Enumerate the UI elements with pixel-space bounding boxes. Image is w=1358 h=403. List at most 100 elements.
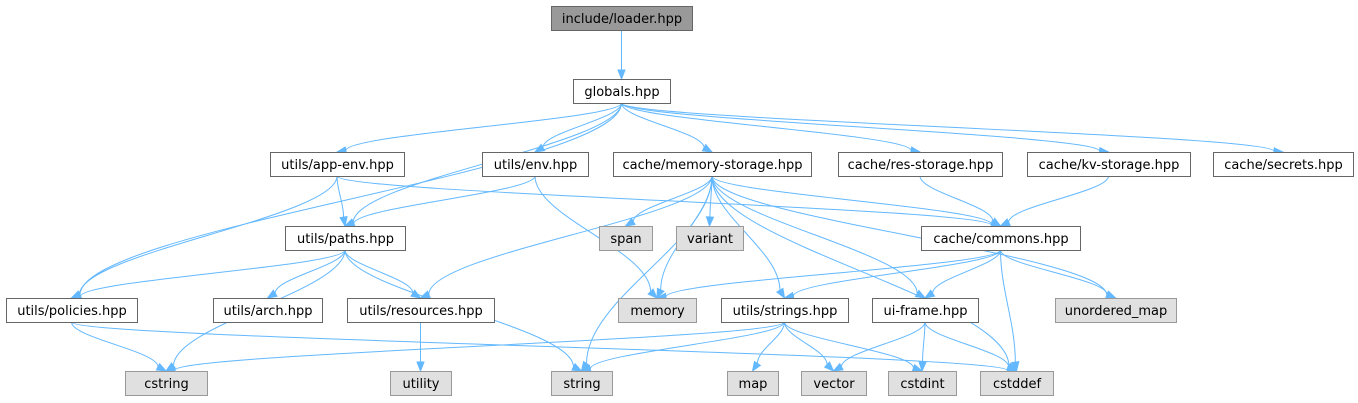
edge-line bbox=[932, 249, 1001, 294]
arrowhead-icon bbox=[751, 360, 762, 373]
node-env[interactable]: utils/env.hpp bbox=[482, 152, 589, 177]
node-paths[interactable]: utils/paths.hpp bbox=[285, 226, 406, 251]
arrowhead-icon bbox=[705, 216, 715, 228]
edge-app_env-to-paths bbox=[336, 175, 348, 228]
node-label: cstring bbox=[144, 377, 188, 392]
node-box bbox=[872, 298, 979, 323]
arrowhead-icon bbox=[832, 362, 844, 372]
edge-line bbox=[621, 102, 1101, 152]
node-box bbox=[285, 226, 406, 251]
edge-line bbox=[784, 321, 915, 369]
edge-line bbox=[336, 175, 993, 226]
arrowhead-icon bbox=[656, 287, 665, 300]
arrowhead-icon bbox=[647, 288, 658, 299]
arrowhead-icon bbox=[918, 361, 927, 373]
node-box bbox=[270, 152, 405, 177]
edge-line bbox=[665, 249, 1001, 298]
arrowhead-icon bbox=[416, 361, 425, 373]
node-box bbox=[551, 371, 613, 396]
node-box bbox=[838, 152, 1003, 177]
node-box bbox=[727, 371, 779, 396]
node-label: utils/env.hpp bbox=[494, 158, 578, 173]
edge-line bbox=[274, 249, 346, 294]
node-box bbox=[1055, 298, 1177, 323]
edge-memstore-to-strings bbox=[711, 175, 786, 300]
edge-line bbox=[621, 102, 705, 148]
nodes-layer: include/loader.hpp globals.hpp utils/app-e… bbox=[6, 6, 1354, 396]
node-label: cache/commons.hpp bbox=[933, 232, 1068, 247]
node-cstring: cstring bbox=[125, 371, 208, 396]
edge-line bbox=[79, 249, 346, 297]
node-policies[interactable]: utils/policies.hpp bbox=[6, 298, 138, 323]
edge-strings-to-map bbox=[751, 321, 785, 373]
node-kv-storage[interactable]: cache/kv-storage.hpp bbox=[1027, 152, 1191, 177]
node-variant: variant bbox=[676, 226, 744, 251]
node-box bbox=[551, 6, 693, 31]
node-box bbox=[1213, 152, 1354, 177]
edge-line bbox=[919, 175, 994, 222]
edge-globals-to-memstore bbox=[621, 102, 714, 153]
edge-line bbox=[428, 175, 713, 295]
node-label: cstddef bbox=[993, 377, 1042, 392]
edge-line bbox=[71, 321, 1009, 371]
edge-memstore-to-resources bbox=[419, 175, 713, 299]
edge-line bbox=[71, 321, 159, 368]
node-label: cache/kv-storage.hpp bbox=[1039, 158, 1180, 173]
node-box bbox=[599, 226, 653, 251]
arrowhead-icon bbox=[701, 143, 714, 153]
node-box bbox=[390, 371, 452, 396]
edge-line bbox=[621, 102, 1275, 152]
node-ui-frame[interactable]: ui-frame.hpp bbox=[872, 298, 979, 323]
edge-memstore-to-string bbox=[580, 175, 713, 373]
node-memstore[interactable]: cache/memory-storage.hpp bbox=[613, 152, 812, 177]
arrowhead-icon bbox=[155, 362, 168, 372]
arrowhead-icon bbox=[617, 69, 626, 81]
edge-line bbox=[345, 102, 622, 151]
edge-strings-to-vector bbox=[784, 321, 835, 372]
edge-ui_frame-to-cstddef bbox=[924, 321, 1018, 372]
node-span: span bbox=[599, 226, 653, 251]
edge-res_storage-to-commons bbox=[919, 175, 1002, 227]
node-label: utility bbox=[403, 377, 440, 392]
node-app-env[interactable]: utils/app-env.hpp bbox=[270, 152, 405, 177]
node-resources[interactable]: utils/resources.hpp bbox=[347, 298, 495, 323]
edge-line bbox=[792, 249, 1001, 297]
arrowhead-icon bbox=[624, 217, 636, 227]
edge-resources-to-utility bbox=[416, 321, 425, 373]
edge-globals-to-app_env bbox=[335, 102, 622, 155]
node-box bbox=[125, 371, 208, 396]
node-label: utils/arch.hpp bbox=[223, 304, 312, 319]
node-commons[interactable]: cache/commons.hpp bbox=[921, 226, 1081, 251]
node-box bbox=[721, 298, 849, 323]
node-cstddef: cstddef bbox=[980, 371, 1054, 396]
edge-line bbox=[344, 249, 414, 294]
edge-line bbox=[353, 175, 536, 224]
edge-commons-to-cstddef bbox=[1000, 249, 1020, 373]
edge-line bbox=[922, 321, 926, 363]
node-secrets[interactable]: cache/secrets.hpp bbox=[1213, 152, 1354, 177]
edge-loader-to-globals bbox=[617, 29, 626, 81]
node-strings[interactable]: utils/strings.hpp bbox=[721, 298, 849, 323]
node-box bbox=[980, 371, 1054, 396]
node-label: utils/strings.hpp bbox=[733, 304, 838, 319]
node-box bbox=[921, 226, 1081, 251]
edge-line bbox=[711, 175, 918, 294]
edge-line bbox=[784, 321, 828, 365]
node-box bbox=[213, 298, 323, 323]
edge-globals-to-kv_storage bbox=[621, 102, 1110, 156]
node-globals[interactable]: globals.hpp bbox=[573, 79, 671, 104]
node-loader[interactable]: include/loader.hpp bbox=[551, 6, 693, 31]
node-label: vector bbox=[813, 377, 855, 392]
edge-env-to-paths bbox=[343, 175, 536, 228]
arrowhead-icon bbox=[990, 217, 1002, 227]
edge-line bbox=[79, 175, 338, 295]
node-arch[interactable]: utils/arch.hpp bbox=[213, 298, 323, 323]
edge-ui_frame-to-cstdint bbox=[918, 321, 927, 373]
edge-env-to-memory bbox=[534, 175, 658, 299]
node-label: globals.hpp bbox=[584, 85, 659, 100]
arrowhead-icon bbox=[339, 215, 348, 228]
node-res-storage[interactable]: cache/res-storage.hpp bbox=[838, 152, 1003, 177]
edge-line bbox=[79, 102, 622, 295]
node-label: cache/res-storage.hpp bbox=[848, 158, 994, 173]
